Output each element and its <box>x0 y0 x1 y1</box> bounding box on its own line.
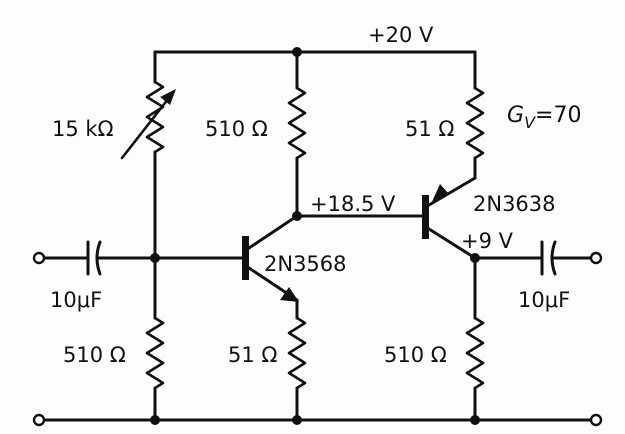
resistor-collector <box>287 86 307 160</box>
ground-terminal-right <box>589 413 603 427</box>
resistor-emitter-q2 <box>465 86 485 160</box>
junction-dot <box>150 415 160 425</box>
q1-base-bar <box>242 236 249 280</box>
q2-label: 2N3638 <box>473 192 556 216</box>
r-emitter-q1-label: 51 Ω <box>228 343 277 367</box>
resistor-load <box>465 316 485 390</box>
q1-emitter-arrow <box>280 287 299 302</box>
input-terminal <box>32 251 46 265</box>
resistor-bias <box>145 316 165 390</box>
q1-label: 2N3568 <box>264 252 347 276</box>
output-voltage-label: +9 V <box>461 229 514 253</box>
gain-label: GV=70 <box>507 103 581 132</box>
variable-arrow-head <box>160 89 176 105</box>
resistor-emitter-q1 <box>287 316 307 390</box>
r-bias-label: 510 Ω <box>63 343 126 367</box>
r-collector-label: 510 Ω <box>205 117 268 141</box>
junction-dot <box>150 253 160 263</box>
resistor-variable <box>145 80 165 154</box>
q2-collector <box>427 227 477 260</box>
q2-emitter <box>427 176 477 207</box>
variable-arrow-shaft <box>120 92 174 160</box>
ground-terminal-left <box>32 413 46 427</box>
junction-dot <box>292 415 302 425</box>
cap-out-label: 10μF <box>518 288 570 312</box>
junction-dot <box>292 47 302 57</box>
output-terminal <box>589 251 603 265</box>
supply-voltage-label: +20 V <box>368 23 434 47</box>
junction-dot <box>292 211 302 221</box>
collector-voltage-label: +18.5 V <box>310 192 396 216</box>
cap-in-label: 10μF <box>50 288 102 312</box>
junction-dot <box>470 253 480 263</box>
q2-emitter-arrow <box>431 184 448 204</box>
r-emitter-q2-label: 51 Ω <box>405 117 454 141</box>
r-load-label: 510 Ω <box>384 343 447 367</box>
r-var-label: 15 kΩ <box>52 117 114 141</box>
q2-base-bar <box>422 195 429 239</box>
q1-collector <box>247 214 299 250</box>
junction-dot <box>470 415 480 425</box>
